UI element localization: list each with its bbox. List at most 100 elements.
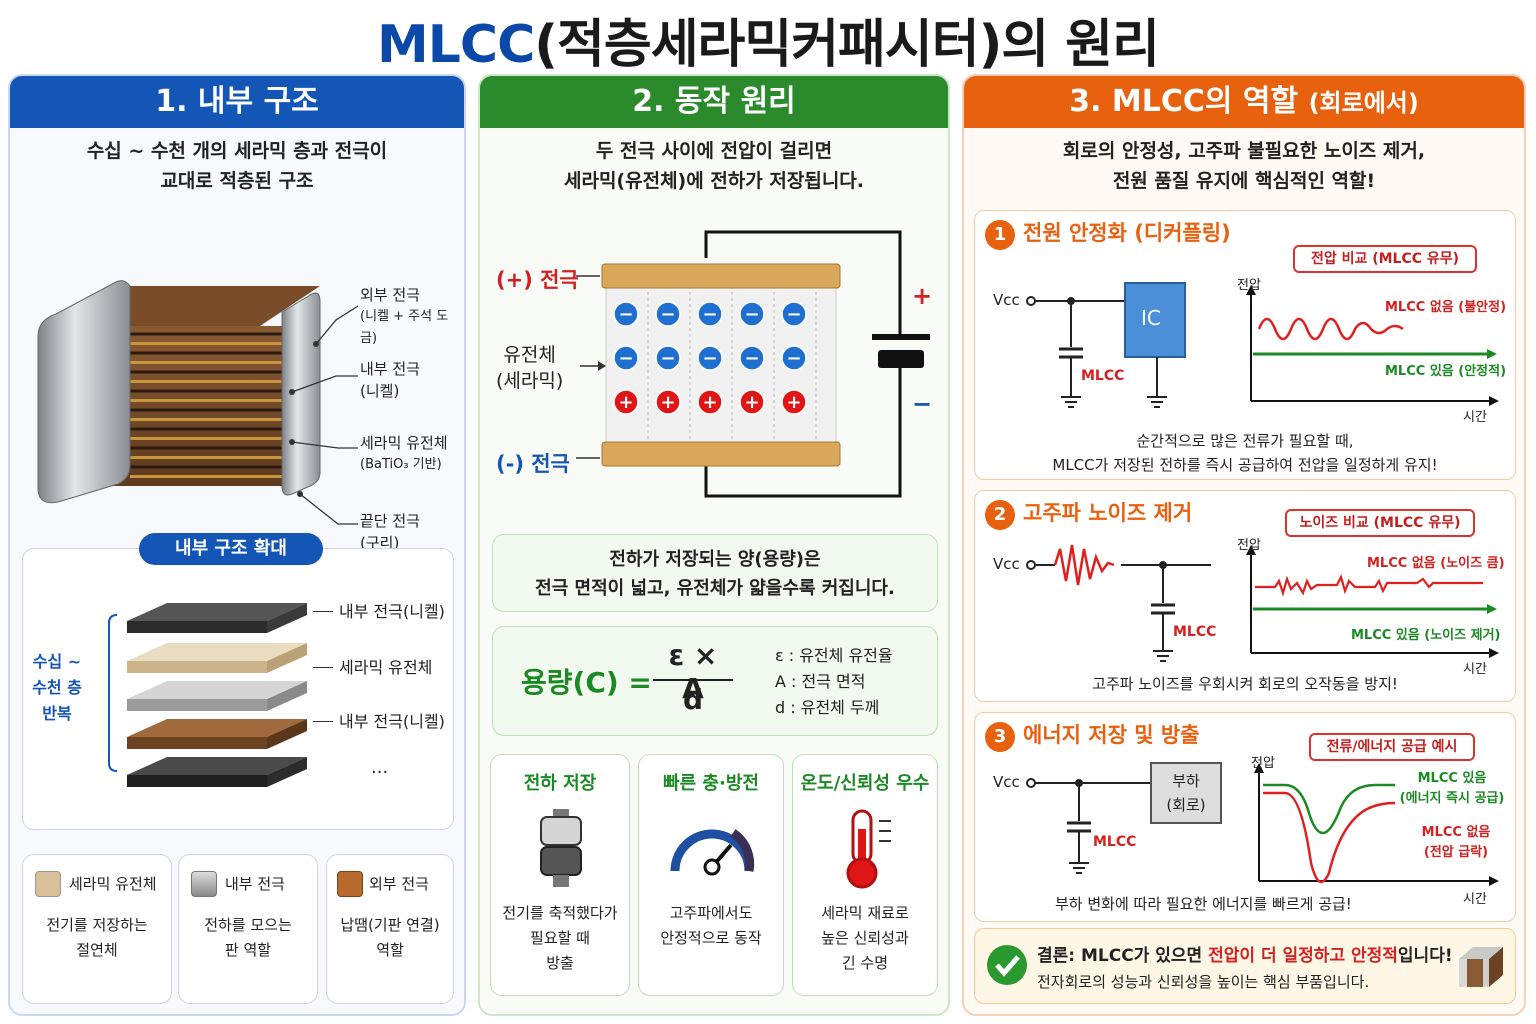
- formula-denominator: d: [682, 683, 704, 716]
- panel2-header: 2. 동작 원리: [480, 76, 948, 128]
- panel-role: 3. MLCC의 역할 (회로에서) 회로의 안정성, 고주파 불필요한 노이즈…: [962, 74, 1526, 1016]
- zoom-label-inner-electrode-2: 내부 전극(니켈): [339, 712, 445, 731]
- legend-outer-electrode-name: 외부 전극: [369, 875, 429, 893]
- thermometer-icon: [846, 809, 891, 889]
- feature-title: 전하 저장: [523, 773, 597, 794]
- section-note: 부하 변화에 따라 필요한 에너지를 빠르게 공급!: [1055, 895, 1352, 913]
- negative-charge: [697, 345, 723, 371]
- charge-sign: −: [744, 348, 759, 369]
- mlcc-cutaway-illustration: [37, 280, 359, 525]
- charge-sign: −: [786, 348, 801, 369]
- charge-sign: +: [618, 392, 633, 413]
- legend-outer-electrode: 외부 전극 납땜(기판 연결)역할: [326, 854, 454, 1004]
- swatch-inner-electrode: [191, 871, 217, 897]
- negative-charge: [781, 301, 807, 327]
- mlcc-label: MLCC: [1173, 624, 1217, 640]
- label-ceramic-dielectric: 세라믹 유전체(BaTiO₃ 기반): [360, 434, 448, 472]
- vcc-label: Vcc: [993, 291, 1020, 309]
- noise-filter-circuit: [1026, 544, 1499, 662]
- feature-title: 빠른 충·방전: [663, 773, 759, 794]
- battery-plus: +: [912, 282, 933, 310]
- x-axis-label: 시간: [1463, 410, 1487, 425]
- negative-charge: [739, 345, 765, 371]
- series-with-mlcc: MLCC 있음 (안정적): [1385, 364, 1507, 379]
- section-pill: 전압 비교 (MLCC 유무): [1293, 245, 1477, 273]
- label-inner-electrode: 내부 전극(니켈): [360, 360, 420, 400]
- conclusion-line1: 결론: MLCC가 있으면 전압이 더 일정하고 안정적입니다!: [1037, 946, 1453, 966]
- x-axis-label: 시간: [1463, 662, 1487, 677]
- zoom-title: 내부 구조 확대: [139, 533, 323, 565]
- positive-charge: [739, 389, 765, 415]
- positive-charge: [781, 389, 807, 415]
- swatch-ceramic: [35, 871, 61, 897]
- charge-sign: −: [702, 348, 717, 369]
- capacitor-icon: [540, 809, 582, 887]
- panel3-header: 3. MLCC의 역할 (회로에서): [964, 76, 1524, 128]
- negative-charge: [655, 345, 681, 371]
- section-note: 순간적으로 많은 전류가 필요할 때,MLCC가 저장된 전하를 즉시 공급하여…: [1052, 432, 1438, 474]
- negative-charge: [613, 345, 639, 371]
- layer-stack-illustration: [108, 603, 307, 787]
- label-outer-electrode: 외부 전극(니켈 + 주석 도금): [360, 286, 449, 346]
- mlcc-chip-icon: [1459, 947, 1503, 987]
- swatch-outer-electrode: [337, 871, 363, 897]
- negative-charge: [697, 301, 723, 327]
- page-title: MLCC(적층세라믹커패시터)의 원리: [377, 15, 1160, 75]
- panel3-intro: 회로의 안정성, 고주파 불필요한 노이즈 제거,전원 품질 유지에 핵심적인 …: [1062, 140, 1426, 192]
- positive-charge: [697, 389, 723, 415]
- section-pill: 노이즈 비교 (MLCC 유무): [1285, 509, 1475, 537]
- check-icon: [987, 945, 1027, 985]
- charge-sign: +: [702, 392, 717, 413]
- charge-sign: −: [786, 304, 801, 325]
- negative-charge: [613, 301, 639, 327]
- charge-sign: +: [660, 392, 675, 413]
- charge-sign: +: [786, 392, 801, 413]
- section-note: 고주파 노이즈를 우회시켜 회로의 오작동을 방지!: [1092, 675, 1398, 693]
- series-with-mlcc: MLCC 있음 (노이즈 제거): [1351, 628, 1501, 643]
- y-axis-label: 전압: [1237, 538, 1261, 553]
- positive-charge: [613, 389, 639, 415]
- feature-title: 온도/신뢰성 우수: [800, 773, 930, 794]
- zoom-label-more: ...: [371, 757, 389, 778]
- negative-charge: [739, 301, 765, 327]
- charge-sign: −: [702, 304, 717, 325]
- vcc-label: Vcc: [993, 773, 1020, 791]
- zoom-label-inner-electrode-1: 내부 전극(니켈): [339, 602, 445, 621]
- series-without-mlcc: MLCC 없음 (불안정): [1385, 300, 1507, 315]
- series-with-mlcc: MLCC 있음(에너지 즉시 공급): [1399, 771, 1505, 806]
- battery-minus: −: [912, 390, 933, 418]
- series-without-mlcc: MLCC 없음(전압 급락): [1421, 825, 1491, 860]
- vcc-label: Vcc: [993, 555, 1020, 573]
- mlcc-label: MLCC: [1081, 368, 1125, 384]
- label-terminal-electrode: 끝단 전극(구리): [360, 512, 420, 552]
- formula-left: 용량(C) =: [521, 666, 652, 699]
- legend-outer-electrode-desc: 납땜(기판 연결)역할: [340, 916, 440, 959]
- negative-charge: [655, 301, 681, 327]
- negative-charge: [781, 345, 807, 371]
- y-axis-label: 전압: [1251, 756, 1275, 771]
- charge-sign: +: [744, 392, 759, 413]
- conclusion-box: 결론: MLCC가 있으면 전압이 더 일정하고 안정적입니다! 전자회로의 성…: [974, 928, 1516, 1004]
- conclusion-line2: 전자회로의 성능과 신뢰성을 높이는 핵심 부품입니다.: [1037, 973, 1370, 991]
- load-label: 부하(회로): [1166, 772, 1206, 814]
- series-without-mlcc: MLCC 없음 (노이즈 큼): [1367, 556, 1505, 571]
